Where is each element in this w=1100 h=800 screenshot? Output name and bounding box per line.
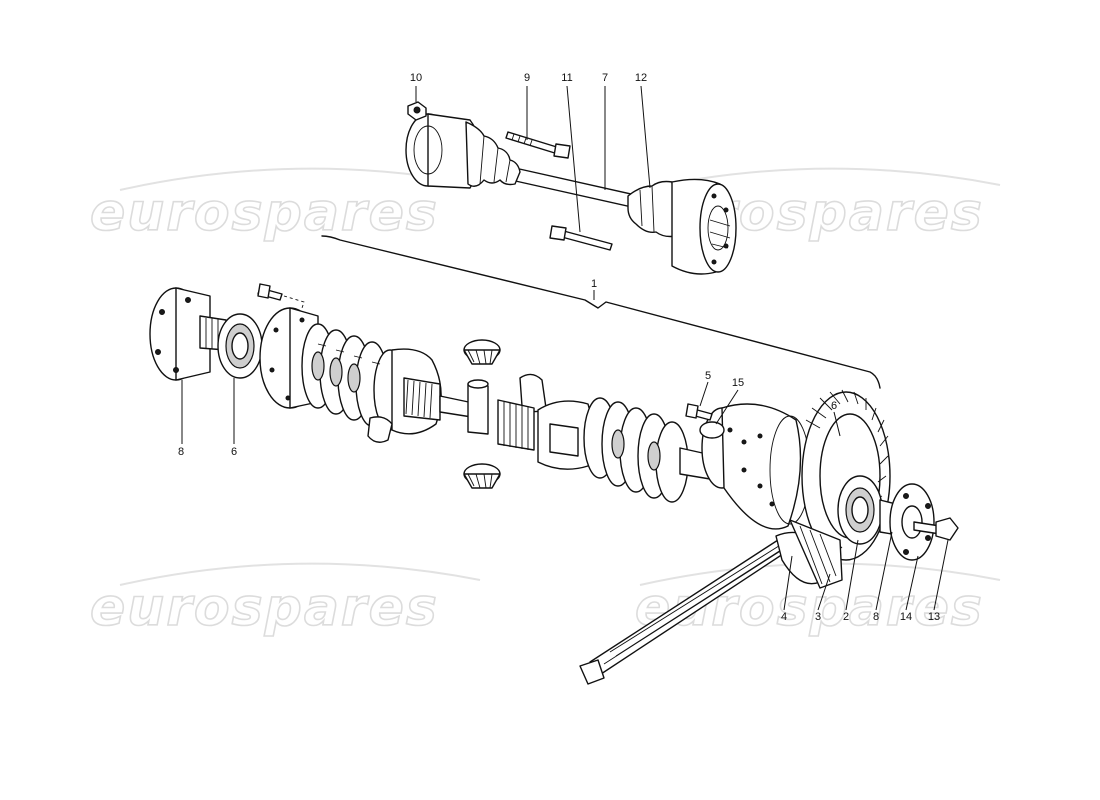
watermark-text: eurospares (90, 578, 439, 638)
assembly-bracket (321, 235, 881, 389)
callout-4: 4 (781, 611, 787, 623)
callout-9: 9 (524, 72, 530, 84)
right-clutch-pack (583, 397, 717, 503)
leader-lines (181, 85, 949, 611)
right-bearing-stack (837, 475, 959, 561)
callout-6-left: 6 (231, 446, 237, 458)
drive-shaft-assembly (405, 101, 737, 275)
callout-8-left: 8 (178, 446, 184, 458)
left-clutch-pack (301, 323, 407, 431)
callout-12: 12 (635, 72, 647, 84)
callout-7: 7 (602, 72, 608, 84)
differential-case-right (497, 399, 594, 470)
left-flange-assembly (149, 283, 321, 409)
callout-15: 15 (732, 377, 744, 389)
carrier-housing (685, 403, 811, 530)
callout-1: 1 (591, 278, 597, 290)
callout-11: 11 (561, 72, 572, 84)
callout-10: 10 (410, 72, 422, 84)
callout-14: 14 (900, 611, 912, 623)
pinion-shaft (579, 519, 843, 685)
planet-gears (463, 339, 547, 489)
differential-case-left (367, 348, 489, 443)
watermark-text: eurospares (90, 183, 439, 243)
callout-8-right: 8 (873, 611, 879, 623)
callout-13: 13 (928, 611, 940, 623)
callout-5: 5 (705, 370, 711, 382)
callout-6-right: 6 (831, 400, 837, 412)
callout-3: 3 (815, 611, 821, 623)
callout-labels: 10 9 11 7 12 1 8 6 5 15 6 4 3 2 8 14 13 (178, 72, 940, 623)
callout-2: 2 (843, 611, 849, 623)
